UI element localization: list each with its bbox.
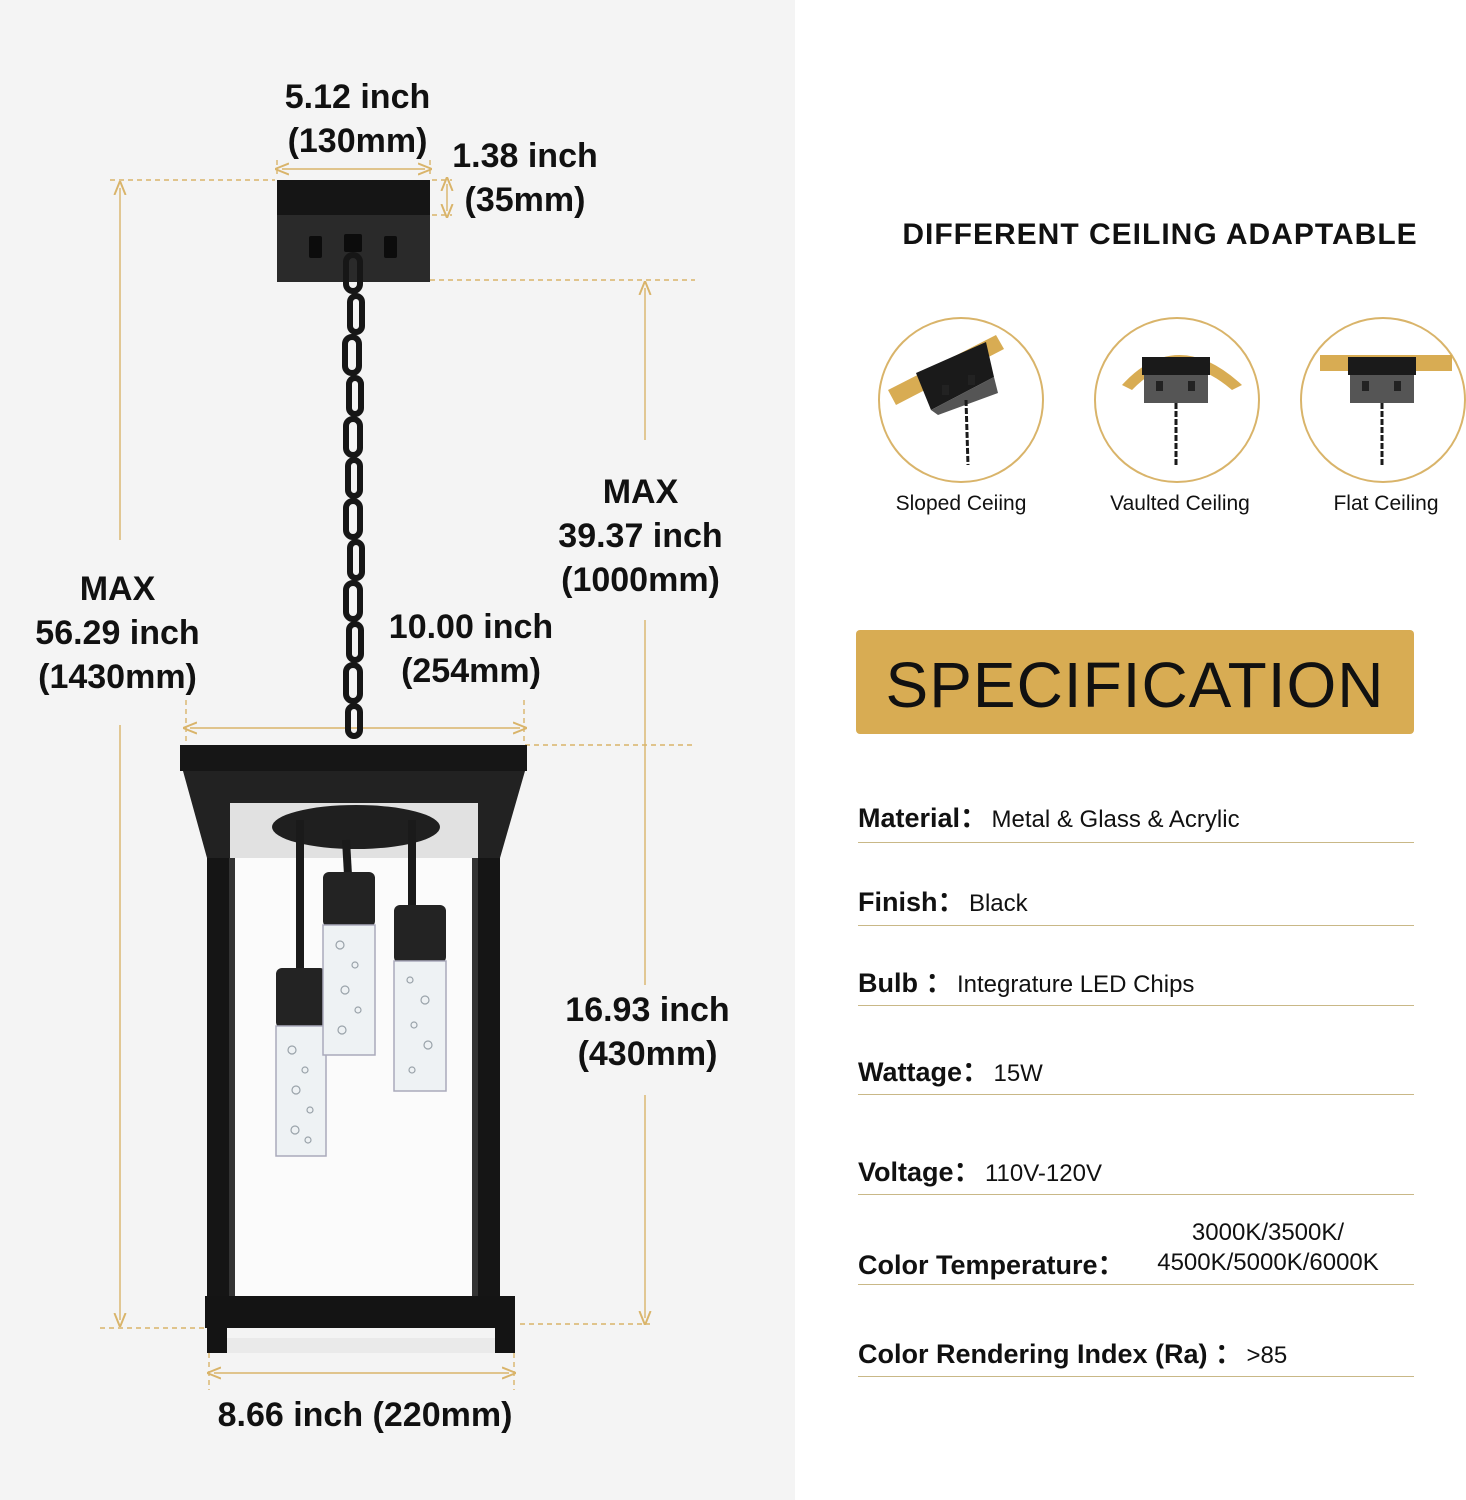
spec-separator: ： xyxy=(962,1057,990,1087)
spec-separator: ： xyxy=(1207,1339,1243,1369)
ceiling-section-title: DIFFERENT CEILING ADAPTABLE xyxy=(902,218,1418,251)
spec-row-wattage: Wattage： 15W xyxy=(858,1050,1414,1095)
spec-row-voltage: Voltage： 110V-120V xyxy=(858,1150,1414,1195)
specification-banner: SPECIFICATION xyxy=(856,630,1414,734)
body-height-mm: (430mm) xyxy=(577,1035,718,1073)
body-height-inch: 16.93 inch xyxy=(565,991,730,1029)
max-total-height-label: MAX 56.29 inch (1430mm) xyxy=(20,567,215,699)
spec-separator: ： xyxy=(953,1157,981,1187)
sloped-ceiling-icon xyxy=(878,317,1044,483)
spec-key: Material xyxy=(858,803,961,833)
spec-separator: ： xyxy=(918,968,953,998)
spec-row-bulb: Bulb ： Integrature LED Chips xyxy=(858,961,1414,1006)
top-width-label: 10.00 inch (254mm) xyxy=(380,605,562,693)
vaulted-ceiling-icon xyxy=(1094,317,1260,483)
max-chain-length-label: MAX 39.37 inch (1000mm) xyxy=(548,470,733,602)
spec-row-color-temperature: Color Temperature： xyxy=(858,1243,1414,1285)
spec-separator: ： xyxy=(1097,1250,1125,1280)
spec-key: Color Temperature xyxy=(858,1250,1098,1280)
canopy-height-mm: (35mm) xyxy=(464,181,586,219)
max-total-prefix: MAX xyxy=(79,570,156,608)
top-width-mm: (254mm) xyxy=(401,652,541,690)
color-temperature-line-1: 3000K/3500K/ xyxy=(1191,1219,1345,1246)
max-chain-inch: 39.37 inch xyxy=(558,517,723,555)
spec-key: Bulb xyxy=(858,968,918,998)
spec-key: Wattage xyxy=(858,1057,963,1087)
max-chain-prefix: MAX xyxy=(602,473,679,511)
spec-separator: ： xyxy=(937,887,965,917)
top-width-inch: 10.00 inch xyxy=(388,608,554,646)
spec-value: >85 xyxy=(1246,1342,1288,1369)
ceiling-canopy-icon xyxy=(277,180,430,282)
spec-row-material: Material： Metal & Glass & Acrylic xyxy=(858,796,1414,843)
spec-key: Finish xyxy=(858,887,938,917)
canopy-width-mm: (130mm) xyxy=(287,122,428,160)
dimension-diagram xyxy=(100,160,695,1390)
body-height-label: 16.93 inch (430mm) xyxy=(555,988,740,1076)
max-chain-mm: (1000mm) xyxy=(561,561,720,599)
spec-value: Integrature LED Chips xyxy=(956,971,1195,998)
spec-value: 110V-120V xyxy=(984,1160,1102,1187)
color-temperature-line-2: 4500K/5000K/6000K xyxy=(1157,1249,1379,1276)
sloped-ceiling-label: Sloped Ceiing xyxy=(895,492,1027,515)
dimension-arrows xyxy=(120,169,645,1373)
vaulted-ceiling-label: Vaulted Ceiling xyxy=(1110,492,1250,515)
spec-row-cri: Color Rendering Index (Ra) ： >85 xyxy=(858,1332,1414,1377)
canopy-width-label: 5.12 inch (130mm) xyxy=(270,75,445,163)
spec-key: Voltage xyxy=(858,1157,954,1187)
max-total-mm: (1430mm) xyxy=(38,658,197,696)
color-temperature-values: 3000K/3500K/ 4500K/5000K/6000K xyxy=(1146,1218,1390,1278)
specification-title: SPECIFICATION xyxy=(885,649,1385,721)
spec-key: Color Rendering Index (Ra) xyxy=(858,1339,1208,1369)
canopy-height-label: 1.38 inch (35mm) xyxy=(445,134,605,222)
canopy-height-inch: 1.38 inch xyxy=(452,137,598,175)
spec-value: Metal & Glass & Acrylic xyxy=(991,806,1240,833)
chain-icon xyxy=(342,252,365,739)
spec-value: 15W xyxy=(993,1060,1043,1087)
canopy-width-inch: 5.12 inch xyxy=(284,78,431,116)
lantern-icon xyxy=(180,745,527,1353)
spec-row-finish: Finish： Black xyxy=(858,880,1414,926)
flat-ceiling-icon xyxy=(1300,317,1466,483)
spec-value: Black xyxy=(968,890,1028,917)
base-width-label: 8.66 inch (220mm) xyxy=(217,1396,513,1434)
spec-panel xyxy=(795,0,1466,1500)
flat-ceiling-label: Flat Ceiling xyxy=(1333,492,1439,515)
max-total-inch: 56.29 inch xyxy=(35,614,200,652)
spec-separator: ： xyxy=(960,803,988,833)
